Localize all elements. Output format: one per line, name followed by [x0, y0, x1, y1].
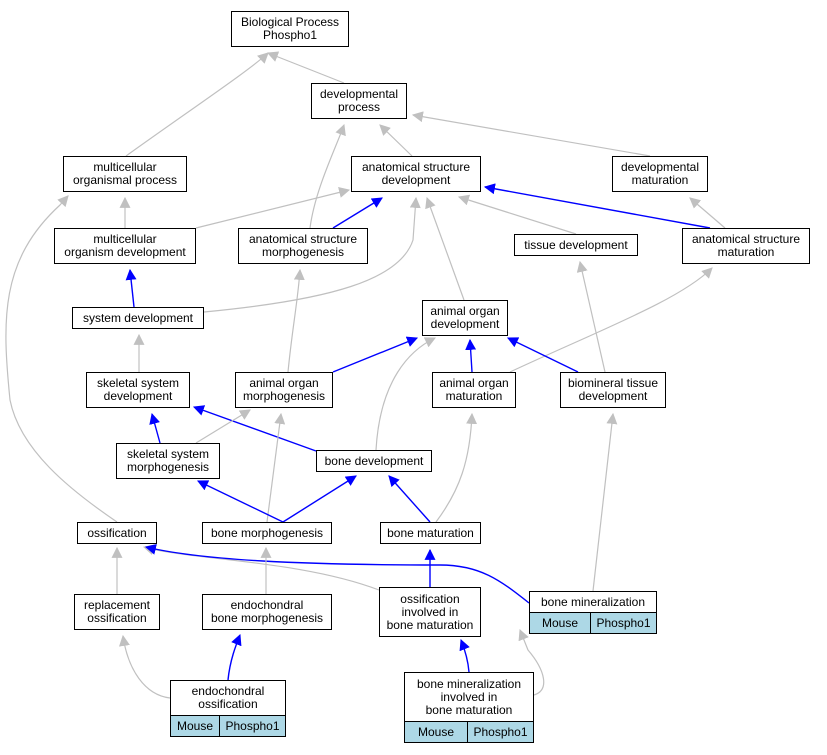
edge-part-of-anat_mat-to-anat_dev [483, 183, 711, 229]
annotation-gene-cell[interactable]: Phospho1 [219, 716, 285, 736]
node-animal-organ-maturation[interactable]: animal organ maturation [432, 372, 516, 408]
edge-is-a-anat_mat-to-dev_mat [689, 197, 726, 229]
edge-is-a-multi_dev-to-anat_dev [195, 187, 351, 229]
node-anatomical-structure-morphogenesis[interactable]: anatomical structure morphogenesis [238, 228, 368, 264]
annotation-species-cell[interactable]: Mouse [530, 613, 590, 633]
node-multicellular-organismal-process[interactable]: multicellular organismal process [63, 156, 187, 192]
edge-part-of-bmin_mat-to-ossif_mat [459, 638, 470, 673]
edge-part-of-endo_ossif-to-endo_morph [227, 633, 242, 681]
node-skeletal-system-development[interactable]: skeletal system development [86, 372, 190, 408]
edge-part-of-anat_morph-to-anat_dev [332, 197, 383, 229]
annotation-row-endochondral-ossification: Mouse Phospho1 [170, 716, 286, 737]
edge-is-a-organ_dev-to-anat_dev [425, 196, 465, 301]
edge-is-a-biomin-to-tissue_dev [576, 260, 606, 373]
edge-part-of-sys_dev-to-multi_dev [125, 268, 137, 308]
node-multicellular-organism-development[interactable]: multicellular organism development [54, 228, 196, 264]
edge-is-a-bmin_mat-to-bone_min [518, 628, 545, 696]
annotation-species-cell[interactable]: Mouse [171, 716, 219, 736]
edge-is-a-bone_dev-to-organ_dev [375, 337, 436, 451]
edge-part-of-bone_morph-to-bone_dev [282, 475, 357, 523]
annotation-species-cell[interactable]: Mouse [405, 722, 467, 742]
edge-is-a-endo_ossif-to-repl_ossif [119, 634, 171, 699]
edge-part-of-bone_morph-to-skel_morph [197, 480, 284, 523]
node-bone-morphogenesis[interactable]: bone morphogenesis [202, 522, 332, 544]
edge-is-a-skel_morph-to-organ_morph [195, 409, 251, 444]
edge-part-of-bone_dev-to-skel_dev [192, 405, 317, 452]
edge-is-a-dev_proc-to-bp [266, 51, 345, 84]
edge-is-a-sys_dev-to-anat_dev [203, 196, 421, 313]
edge-part-of-skel_morph-to-skel_dev [149, 412, 161, 444]
edge-is-a-bone_mat-to-organ_mat [435, 412, 478, 523]
edge-part-of-bone_min-to-ossif [144, 543, 530, 604]
edge-is-a-multi_proc-to-bp [125, 52, 269, 157]
edge-is-a-organ_mat-to-anat_mat [509, 267, 713, 373]
node-animal-organ-morphogenesis[interactable]: animal organ morphogenesis [235, 372, 333, 408]
node-developmental-maturation[interactable]: developmental maturation [612, 156, 708, 192]
edge-is-a-organ_morph-to-anat_morph [287, 268, 305, 373]
node-bone-mineralization-involved-in-bone-maturation[interactable]: bone mineralization involved in bone mat… [404, 672, 534, 722]
node-biological-process[interactable]: Biological Process Phospho1 [231, 11, 349, 47]
node-biomineral-tissue-development[interactable]: biomineral tissue development [560, 372, 666, 408]
node-bone-maturation[interactable]: bone maturation [380, 522, 481, 544]
annotation-row-bone-mineralization-involved: Mouse Phospho1 [404, 722, 534, 743]
annotation-gene-cell[interactable]: Phospho1 [590, 613, 656, 633]
edge-is-a-anat_dev-to-dev_proc [379, 124, 413, 157]
node-anatomical-structure-development[interactable]: anatomical structure development [351, 156, 481, 192]
edge-part-of-bone_mat-to-bone_dev [388, 475, 431, 523]
edge-is-a-dev_mat-to-dev_proc [411, 111, 651, 157]
node-replacement-ossification[interactable]: replacement ossification [74, 594, 160, 630]
edge-part-of-organ_morph-to-organ_dev [332, 336, 419, 373]
annotation-row-bone-mineralization: Mouse Phospho1 [529, 613, 657, 634]
node-anatomical-structure-maturation[interactable]: anatomical structure maturation [682, 228, 810, 264]
edge-part-of-organ_mat-to-organ_dev [465, 338, 477, 373]
node-ossification-involved-in-bone-maturation[interactable]: ossification involved in bone maturation [379, 587, 481, 637]
edge-is-a-tissue_dev-to-anat_dev [457, 194, 577, 235]
node-developmental-process[interactable]: developmental process [311, 83, 407, 119]
node-system-development[interactable]: system development [72, 307, 204, 329]
edge-is-a-bone_morph-to-organ_morph [266, 412, 286, 523]
node-endochondral-bone-morphogenesis[interactable]: endochondral bone morphogenesis [202, 594, 332, 630]
annotation-gene-cell[interactable]: Phospho1 [467, 722, 533, 742]
node-bone-mineralization[interactable]: bone mineralization [529, 591, 657, 613]
edge-is-a-ossif-to-multi_proc [5, 195, 118, 523]
node-skeletal-system-morphogenesis[interactable]: skeletal system morphogenesis [116, 443, 220, 479]
node-tissue-development[interactable]: tissue development [514, 234, 638, 256]
edge-is-a-bone_min-to-biomin [592, 412, 618, 592]
edge-part-of-biomin-to-organ_dev [507, 337, 579, 373]
edge-is-a-anat_morph-to-dev_proc [309, 123, 346, 229]
node-ossification[interactable]: ossification [77, 522, 157, 544]
node-bone-development[interactable]: bone development [316, 450, 432, 472]
node-animal-organ-development[interactable]: animal organ development [422, 300, 508, 336]
node-endochondral-ossification[interactable]: endochondral ossification [170, 680, 286, 716]
